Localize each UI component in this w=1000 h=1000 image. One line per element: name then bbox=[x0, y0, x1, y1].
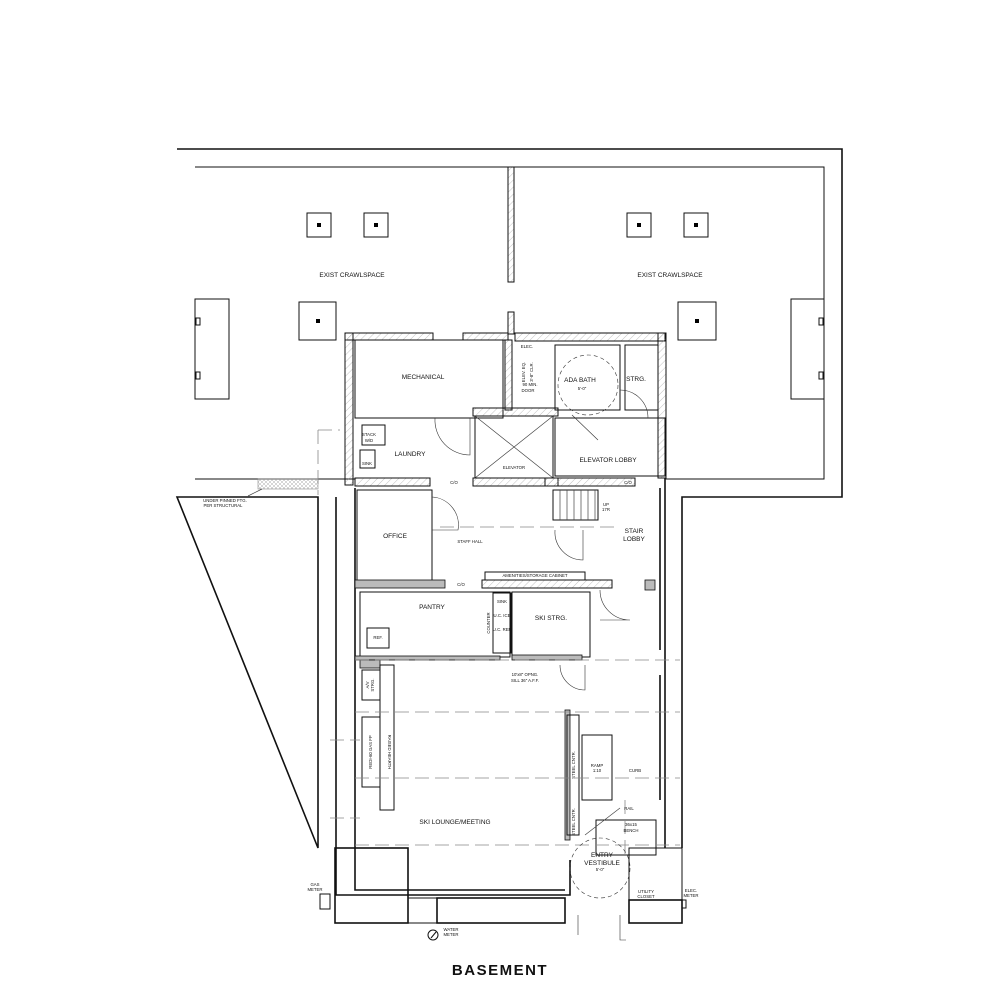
note-co-1: C/O bbox=[450, 480, 458, 485]
note-elec-meter-1: ELEC. bbox=[685, 888, 697, 893]
note-av-1: A/V bbox=[365, 681, 370, 688]
plan-title: BASEMENT bbox=[452, 962, 548, 979]
room-label-staff-hall: STAFF HALL bbox=[457, 539, 483, 544]
building-walls bbox=[319, 332, 687, 941]
room-label-ski-strg: SKI STRG. bbox=[535, 615, 567, 622]
room-label-entry-1: ENTRY bbox=[591, 852, 614, 859]
room-label-crawl-left: EXIST CRAWLSPACE bbox=[319, 272, 385, 279]
note-elec-meter-2: METER bbox=[683, 893, 698, 898]
note-ref: REF. bbox=[373, 635, 382, 640]
note-bench-2: BENCH bbox=[623, 828, 638, 833]
note-utility-2: CLOSET bbox=[637, 894, 655, 899]
room-label-office: OFFICE bbox=[383, 533, 407, 540]
room-label-elevator-lobby: ELEVATOR LOBBY bbox=[579, 457, 637, 464]
note-gas-meter-2: METER bbox=[307, 887, 322, 892]
note-elec: ELEC. bbox=[521, 344, 533, 349]
note-water-meter-1: WATER bbox=[443, 927, 458, 932]
note-sink: SINK bbox=[362, 461, 372, 466]
crawlspace-walls bbox=[175, 148, 843, 849]
note-counter: COUNTER bbox=[486, 612, 491, 633]
note-opening-2: SILL 36" A.F.F. bbox=[511, 678, 539, 683]
note-stack-1: STACK bbox=[362, 432, 376, 437]
room-label-stair-lobby-2: LOBBY bbox=[623, 536, 645, 543]
room-label-stair-lobby-1: STAIR bbox=[625, 528, 644, 535]
note-underpin-1: UNDER PINNED FTG. bbox=[203, 498, 247, 503]
note-av-2: STRG. bbox=[370, 678, 375, 691]
note-hearth: RAISED HEARTH bbox=[387, 735, 392, 770]
door-swings bbox=[359, 354, 649, 899]
room-label-elevator: ELEVATOR bbox=[503, 465, 525, 470]
note-water-meter-2: METER bbox=[443, 932, 458, 937]
room-label-ski-lounge: SKI LOUNGE/MEETING bbox=[419, 819, 490, 826]
note-co-2: C/O bbox=[624, 480, 632, 485]
room-label-pantry: PANTRY bbox=[419, 604, 445, 611]
note-utility-1: UTILITY bbox=[638, 889, 654, 894]
annotations: ELEC. ELEV. EQ. 3'-8" CLR. 90 MIN. DOOR … bbox=[203, 344, 698, 937]
note-up-2: 17R bbox=[602, 507, 610, 512]
room-labels: EXIST CRAWLSPACE EXIST CRAWLSPACE MECHAN… bbox=[319, 272, 703, 872]
note-min-door-2: DOOR bbox=[522, 388, 535, 393]
note-bench-1: 36x15 bbox=[625, 822, 637, 827]
note-stack-2: W/D bbox=[365, 438, 373, 443]
note-curb: CURB bbox=[629, 768, 641, 773]
note-gas-meter-1: GAS bbox=[310, 882, 319, 887]
room-label-mechanical: MECHANICAL bbox=[402, 374, 445, 381]
note-co-3: C/O bbox=[457, 582, 465, 587]
note-elev-eq-1: ELEV. EQ. bbox=[521, 362, 526, 382]
note-ramp-1: RAMP bbox=[591, 763, 604, 768]
room-label-crawl-right: EXIST CRAWLSPACE bbox=[637, 272, 703, 279]
note-uc-ice: U.C. ICE bbox=[494, 613, 511, 618]
note-gas-fp: REDI-60 GAS FP bbox=[368, 735, 373, 769]
note-rail: RAIL bbox=[624, 806, 634, 811]
room-label-entry-2: VESTIBULE bbox=[584, 860, 620, 867]
note-underpin-2: PER STRUCTURAL bbox=[204, 503, 244, 508]
note-min-door-1: 90 MIN. bbox=[522, 382, 537, 387]
note-opening-1: 10'x8" OPNG. bbox=[512, 672, 539, 677]
room-label-laundry: LAUNDRY bbox=[395, 451, 427, 458]
note-uc-ref: U.C. REF bbox=[493, 627, 512, 632]
room-label-strg: STRG. bbox=[626, 376, 646, 383]
stair bbox=[552, 489, 599, 521]
note-up-1: UP bbox=[603, 502, 609, 507]
overhead-lines bbox=[317, 429, 680, 860]
ada-bath-dim: 5'-0" bbox=[578, 386, 587, 391]
note-elev-eq-2: 3'-8" CLR. bbox=[529, 362, 534, 382]
room-label-ada-bath: ADA BATH bbox=[564, 377, 596, 384]
note-cabinet: AMENITIES/STORAGE CABINET bbox=[502, 573, 567, 578]
note-steel-2: STEEL CNTR. bbox=[571, 808, 576, 836]
note-steel-1: STEEL CNTR. bbox=[571, 751, 576, 779]
note-ramp-2: 1:10 bbox=[593, 768, 602, 773]
entry-dim: 5'-0" bbox=[596, 867, 605, 872]
note-counter-sink: SINK bbox=[497, 599, 507, 604]
column-footings bbox=[194, 212, 825, 400]
